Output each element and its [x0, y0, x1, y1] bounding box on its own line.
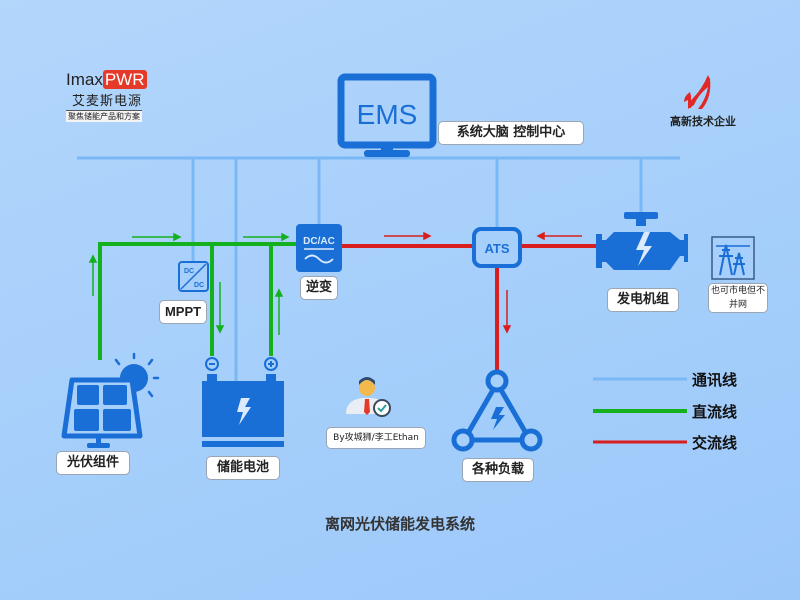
comm-lines	[77, 156, 680, 382]
pv-label: 光伏组件	[56, 451, 130, 475]
mppt-icon-top: DC	[184, 268, 194, 275]
legend-label-comm: 通讯线	[692, 371, 738, 389]
ats-icon-text: ATS	[484, 241, 509, 256]
brand-cn-name: 艾麦斯电源	[72, 94, 143, 109]
ats-icon[interactable]: ATS	[472, 227, 522, 268]
grid-tower-icon[interactable]	[711, 236, 755, 280]
inverter-icon[interactable]: DC/AC	[296, 224, 342, 272]
diagram-title: 离网光伏储能发电系统	[324, 515, 475, 533]
grid-label: 也可市电但不并网	[708, 283, 768, 313]
pv-panel-icon[interactable]	[61, 352, 160, 448]
brand-prefix: Imax	[66, 70, 103, 89]
legend-label-dc: 直流线	[692, 403, 738, 421]
high-tech-enterprise-logo	[684, 75, 711, 109]
legend-label-ac: 交流线	[692, 434, 738, 452]
inverter-label: 逆变	[300, 276, 338, 300]
inverter-icon-text: DC/AC	[303, 236, 335, 247]
brand-highlight: PWR	[102, 70, 147, 89]
brand-tagline: 聚焦储能产品和方案	[66, 110, 142, 122]
ems-label: 系统大脑 控制中心	[438, 121, 584, 145]
load-label: 各种负载	[462, 458, 534, 482]
mppt-label: MPPT	[159, 300, 207, 324]
ac-arrows	[384, 231, 582, 334]
battery-icon[interactable]	[202, 357, 284, 447]
battery-label: 储能电池	[206, 456, 280, 480]
dc-arrows	[88, 232, 290, 335]
credit-label: By攻城狮/李工Ethan	[326, 427, 426, 449]
high-tech-badge-text: 高新技术企业	[670, 115, 736, 128]
generator-engine-icon[interactable]	[596, 212, 688, 270]
dc-main	[98, 242, 296, 360]
engineer-avatar-icon	[346, 377, 391, 417]
legend-lines	[593, 377, 687, 444]
mppt-icon-bottom: DC	[194, 282, 204, 289]
ems-icon-text: EMS	[357, 99, 418, 130]
generator-label: 发电机组	[607, 288, 679, 312]
dc-lines	[98, 242, 296, 360]
load-icon[interactable]	[451, 369, 543, 452]
mppt-dcdc-icon[interactable]: DC DC	[178, 261, 209, 292]
ac-lines	[342, 244, 596, 370]
ems-monitor-icon[interactable]: EMS	[337, 73, 437, 157]
